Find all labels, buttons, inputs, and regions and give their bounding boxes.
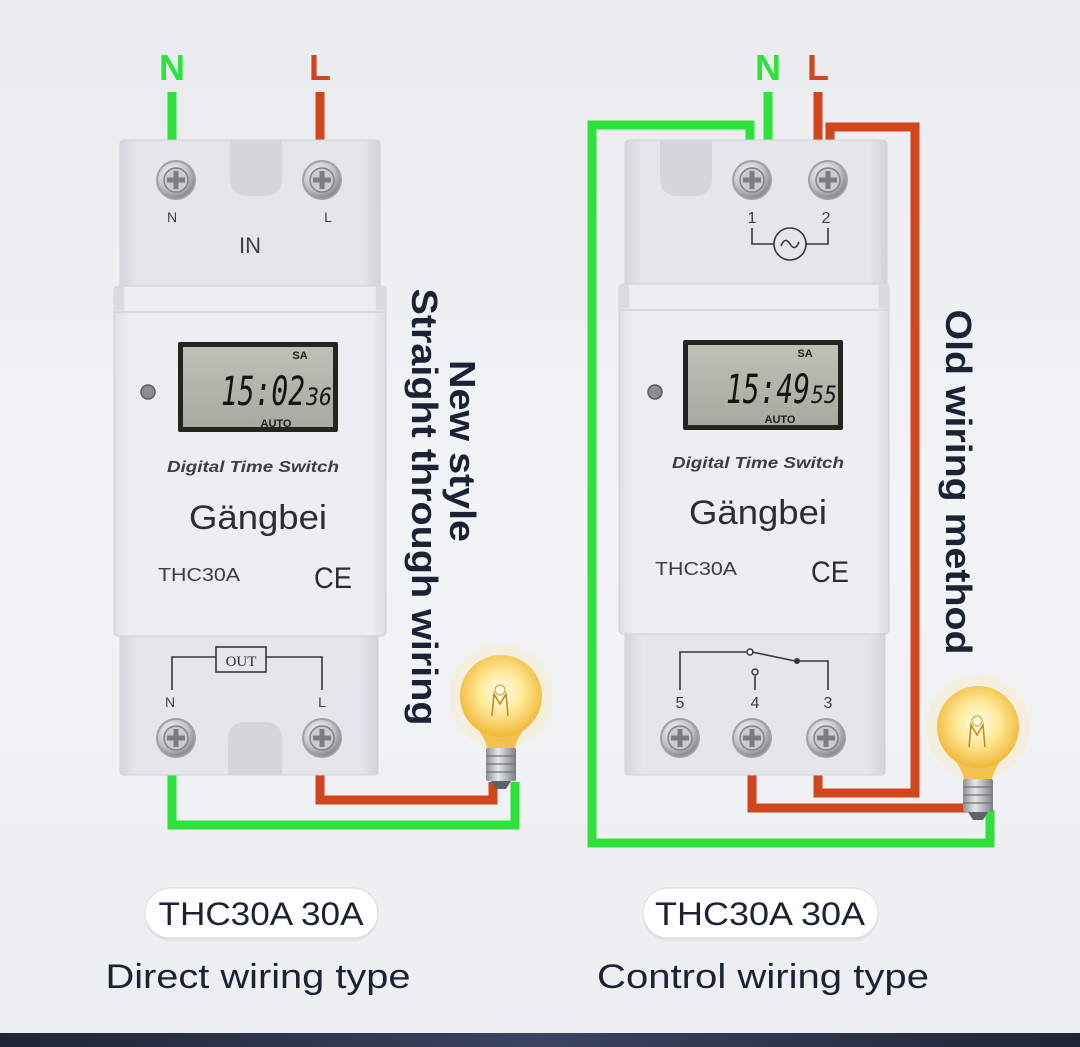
screw-icon	[731, 717, 773, 759]
annotation-old-wiring-method: Old wiring method	[938, 310, 979, 655]
control-wiring-type-label: Control wiring type	[597, 958, 929, 996]
control-live-label: L	[807, 47, 829, 88]
direct-live-label: L	[309, 47, 331, 88]
output-live-terminal-label: L	[318, 694, 326, 710]
lcd-time: 15:02	[221, 369, 305, 415]
time-switch-control: 1 2 SA 15:49 55 AUTO Digital Time Switch…	[618, 139, 890, 776]
output-block-title: OUT	[226, 654, 257, 670]
annotation-straight-through-wiring: Straight through wiring	[404, 289, 445, 726]
bottom-notch	[228, 722, 282, 775]
output-terminal-3-label: 3	[824, 695, 833, 712]
top-notch	[660, 140, 712, 196]
lcd-day: SA	[797, 348, 812, 360]
relay-contact-symbol	[679, 648, 829, 690]
annotation-new-style: New style	[442, 360, 483, 542]
din-clip-left	[114, 286, 124, 310]
top-notch	[230, 140, 282, 196]
screw-icon	[155, 159, 197, 201]
control-model-badge	[642, 887, 879, 939]
screw-icon	[155, 717, 197, 759]
model-number: THC30A	[158, 565, 240, 585]
screw-icon	[805, 717, 847, 759]
output-terminal-5-label: 5	[676, 695, 685, 712]
input-terminal-2-label: 2	[822, 210, 831, 227]
live-load-wire	[315, 772, 498, 805]
input-terminal-1-label: 1	[748, 210, 757, 227]
input-live-terminal-label: L	[324, 209, 332, 225]
output-bracket-left	[171, 656, 216, 690]
control-neutral-label: N	[755, 47, 781, 88]
output-neutral-terminal-label: N	[165, 694, 175, 710]
lcd-screen	[183, 347, 333, 427]
model-number: THC30A	[655, 559, 737, 579]
indicator-led-icon	[140, 384, 156, 400]
ce-mark: CE	[811, 556, 849, 589]
output-box	[215, 646, 267, 673]
din-clip-right	[879, 284, 889, 308]
footer-band	[0, 1033, 1080, 1047]
product-line: Digital Time Switch	[672, 455, 844, 472]
lcd-seconds: 36	[305, 383, 332, 411]
output-terminal-4-label: 4	[751, 695, 760, 712]
control-model-badge-text: THC30A 30A	[655, 896, 866, 932]
screw-icon	[301, 717, 343, 759]
screw-icon	[659, 717, 701, 759]
screw-icon	[731, 159, 773, 201]
direct-neutral-label: N	[159, 47, 185, 88]
ce-mark: CE	[314, 562, 352, 595]
lcd-seconds: 55	[811, 381, 837, 409]
product-line: Digital Time Switch	[167, 459, 339, 476]
brand-logo: Gängbei	[689, 494, 827, 532]
lcd-time: 15:49	[726, 367, 810, 413]
direct-wiring-type-label: Direct wiring type	[106, 958, 411, 996]
din-clip-left	[619, 284, 629, 308]
screw-icon	[301, 159, 343, 201]
wires-direct	[167, 92, 520, 830]
switched-load-wire	[747, 772, 970, 813]
direct-model-badge-text: THC30A 30A	[159, 896, 365, 932]
brand-logo: Gängbei	[189, 499, 327, 537]
input-neutral-terminal-label: N	[167, 209, 177, 225]
indicator-led-icon	[647, 384, 663, 400]
wires-control	[587, 92, 995, 848]
lcd-mode: AUTO	[261, 418, 292, 430]
lcd-day: SA	[292, 350, 307, 362]
neutral-loop-wire	[587, 120, 995, 848]
ac-source-icon	[751, 227, 829, 261]
lcd-screen	[688, 345, 838, 425]
lcd-mode: AUTO	[765, 414, 796, 426]
din-clip-right	[376, 286, 386, 310]
input-block-title: IN	[239, 233, 261, 258]
screw-icon	[807, 159, 849, 201]
direct-model-badge	[144, 887, 379, 939]
live-loop-wire	[813, 122, 920, 798]
output-bracket-right	[266, 656, 323, 690]
neutral-load-wire	[167, 772, 520, 830]
time-switch-direct: N L IN SA 15:02 36 AUTO Digital Time Swi…	[113, 139, 387, 776]
